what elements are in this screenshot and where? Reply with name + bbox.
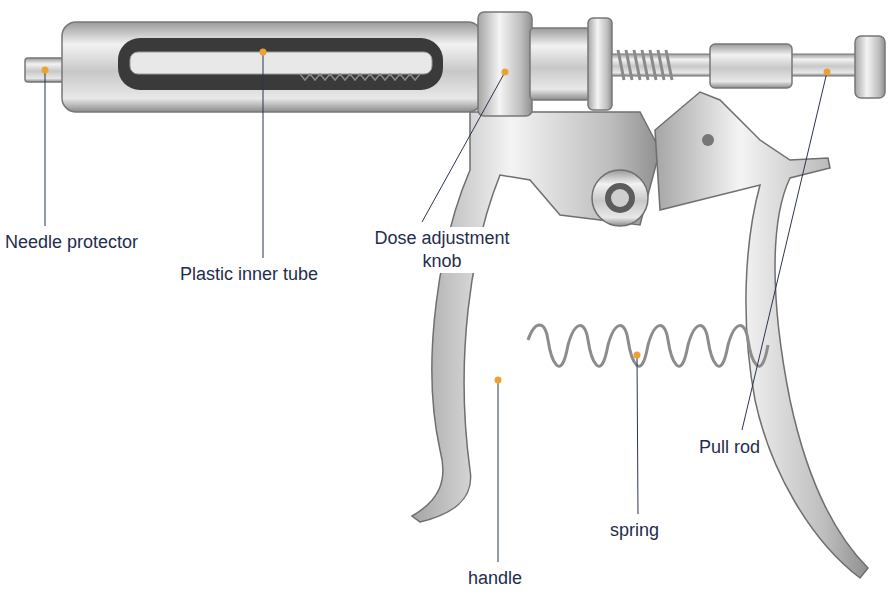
part-name: Plastic inner tube xyxy=(178,263,320,286)
part-name: spring xyxy=(608,519,661,542)
part-name: Pull rod xyxy=(697,436,762,459)
part-name: Needle protector xyxy=(3,231,140,254)
part-name: Dose adjustment knob xyxy=(352,227,532,273)
part-name: handle xyxy=(466,567,524,590)
